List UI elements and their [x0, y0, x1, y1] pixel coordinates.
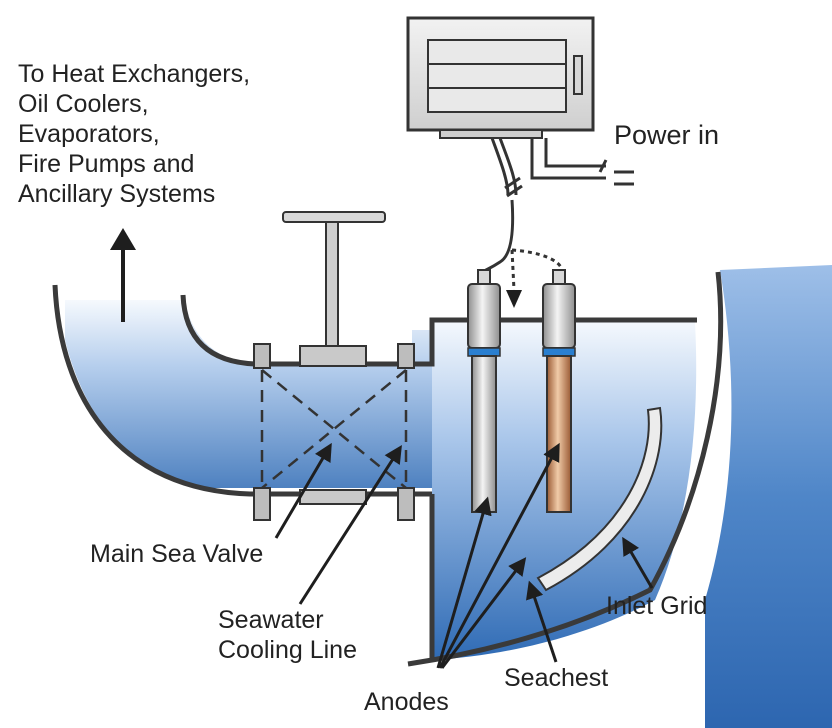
hull-outline	[52, 271, 724, 667]
valve-flange	[397, 343, 415, 369]
seawater-cooling-line-label-2: Cooling Line	[218, 636, 357, 664]
valve-stem	[325, 221, 339, 349]
main-sea-valve-label: Main Sea Valve	[90, 540, 263, 568]
flow-up-arrow	[110, 228, 136, 322]
main-sea-valve	[253, 211, 415, 521]
seachest-label: Seachest	[504, 664, 608, 692]
inlet-grid-label: Inlet Grid	[606, 592, 707, 620]
anode-icon	[467, 269, 501, 513]
anode-cables	[482, 137, 564, 308]
inlet-grid-icon	[536, 406, 663, 592]
power-in-cable	[530, 138, 634, 186]
anode-icon	[542, 269, 576, 513]
power-in-label: Power in	[614, 120, 719, 150]
label-line: Ancillary Systems	[18, 180, 215, 208]
valve-flange	[397, 487, 415, 521]
anodes-label: Anodes	[364, 688, 449, 716]
label-line: Evaporators,	[18, 120, 160, 148]
valve-flange	[253, 343, 271, 369]
pointer-arrows	[274, 442, 654, 669]
valve-bonnet	[299, 345, 367, 367]
heat-exchangers-label: To Heat Exchangers, Oil Coolers, Evapora…	[18, 60, 250, 208]
control-panel-icon	[406, 16, 595, 139]
valve-flange	[253, 487, 271, 521]
valve-handwheel	[282, 211, 386, 223]
label-line: To Heat Exchangers,	[18, 60, 250, 88]
valve-seat	[299, 489, 367, 505]
seawater-cooling-line-label-1: Seawater	[218, 606, 324, 634]
label-line: Fire Pumps and	[18, 150, 194, 178]
label-line: Oil Coolers,	[18, 90, 149, 118]
